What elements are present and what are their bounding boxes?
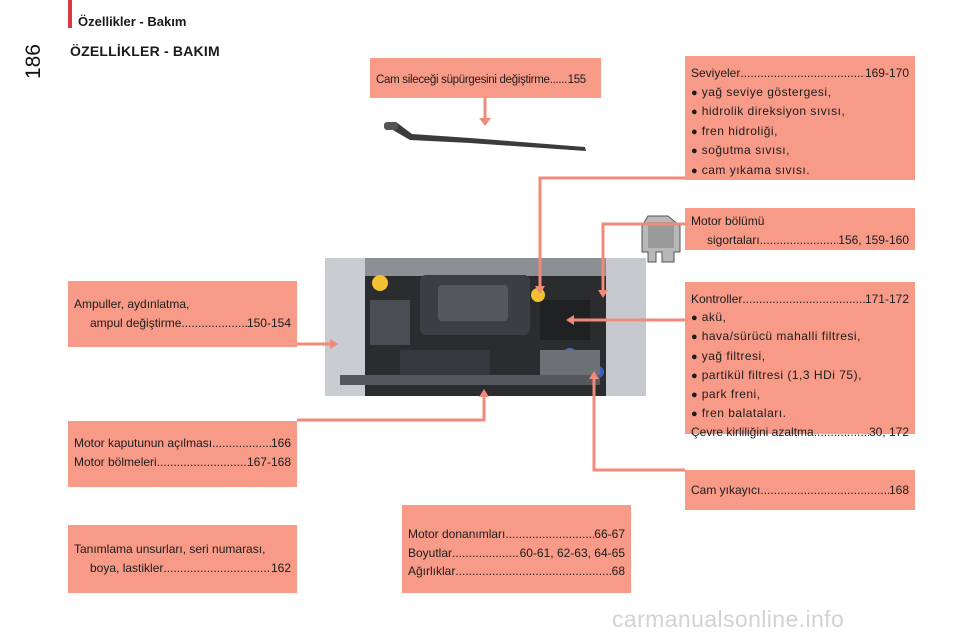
fluid-item: fren hidroliği,	[691, 122, 909, 142]
bulbs-box: Ampuller, aydınlatma, ampul değiştirme15…	[68, 281, 297, 347]
check-item: fren balataları.	[691, 404, 909, 423]
wiper-blade-illustration	[384, 122, 586, 151]
engine-fuses-box: Motor bölümü sigortaları156, 159-160	[685, 208, 915, 250]
check-item: yağ filtresi,	[691, 347, 909, 366]
connector-lines	[297, 98, 685, 472]
fluid-item: yağ seviye göstergesi,	[691, 83, 909, 103]
fuse-illustration	[641, 215, 681, 263]
specifications-box: Motor donanımları66-67 Boyutlar60-61, 62…	[402, 505, 631, 593]
connector-arrowheads	[330, 118, 608, 397]
header-accent-bar	[68, 0, 72, 28]
section-header: Özellikler - Bakım	[78, 14, 187, 29]
check-item: partikül filtresi (1,3 HDi 75),	[691, 366, 909, 385]
fluid-item: cam yıkama sıvısı.	[691, 161, 909, 181]
bonnet-box: Motor kaputunun açılması166 Motor bölmel…	[68, 421, 297, 487]
fluid-levels-box: Seviyeler169-170 yağ seviye göstergesi, …	[685, 56, 915, 180]
fluid-item: hidrolik direksiyon sıvısı,	[691, 102, 909, 122]
page-title: ÖZELLİKLER - BAKIM	[70, 43, 220, 59]
check-item: hava/sürücü mahalli filtresi,	[691, 327, 909, 346]
screenwash-box: Cam yıkayıcı168	[685, 470, 915, 510]
identification-box: Tanımlama unsurları, seri numarası, boya…	[68, 525, 297, 593]
wiper-blade-box: Cam sileceği süpürgesini değiştirme 155	[370, 58, 601, 98]
fluid-item: soğutma sıvısı,	[691, 141, 909, 161]
watermark-text: carmanualsonline.info	[612, 606, 845, 632]
engine-bay-photo	[325, 258, 646, 396]
check-item: park freni,	[691, 385, 909, 404]
check-item: akü,	[691, 308, 909, 327]
checks-box: Kontroller171-172 akü, hava/sürücü mahal…	[685, 282, 915, 439]
